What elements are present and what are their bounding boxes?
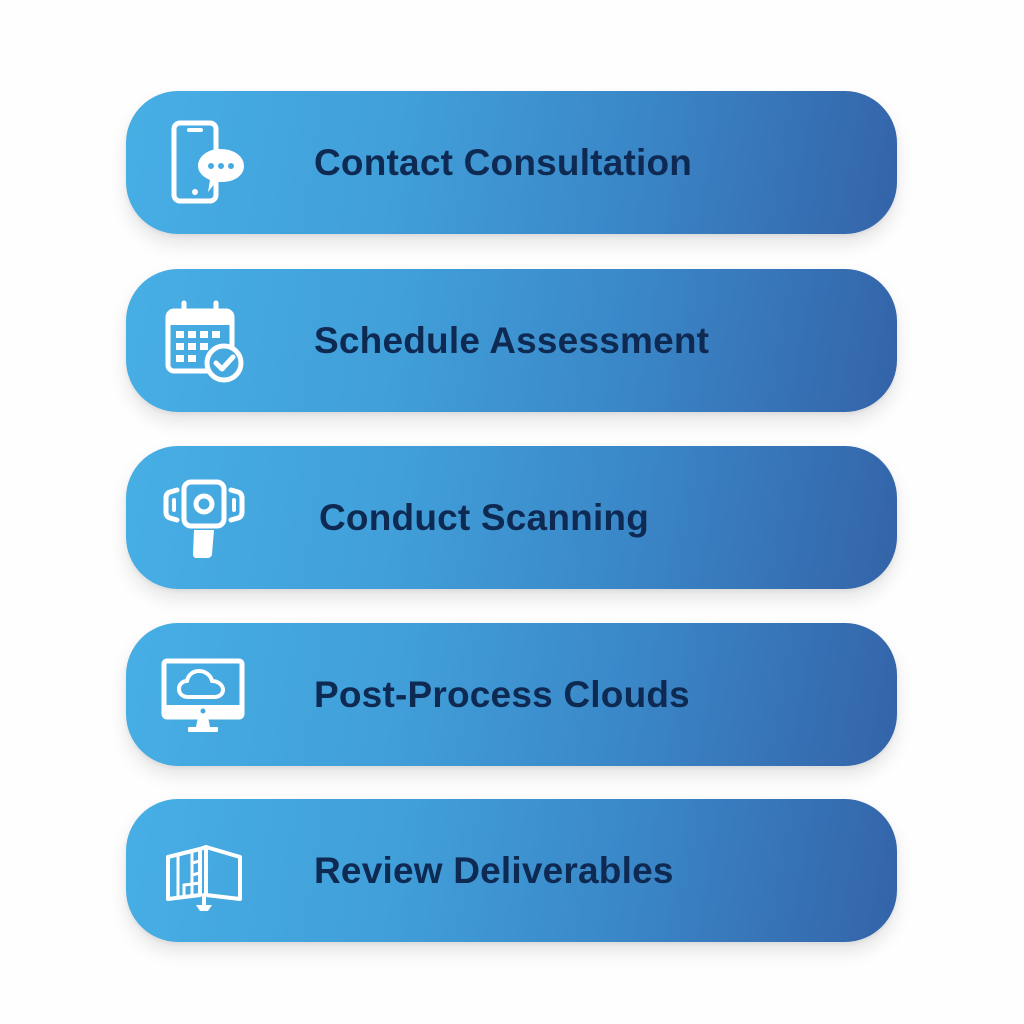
step-contact-consultation[interactable]: Contact Consultation [126, 91, 897, 234]
handheld-scanner-icon [160, 474, 248, 562]
step-conduct-scanning[interactable]: Conduct Scanning [126, 446, 897, 589]
step-post-process-clouds[interactable]: Post-Process Clouds [126, 623, 897, 766]
phone-chat-icon [160, 119, 248, 207]
step-label: Post-Process Clouds [314, 674, 690, 715]
step-label: Schedule Assessment [314, 320, 710, 361]
step-label: Review Deliverables [314, 850, 674, 891]
step-label: Conduct Scanning [319, 497, 650, 538]
monitor-cloud-icon [160, 651, 248, 739]
floorplan-display-icon [160, 827, 248, 915]
step-schedule-assessment[interactable]: Schedule Assessment [126, 269, 897, 412]
step-label: Contact Consultation [314, 142, 693, 183]
calendar-check-icon [160, 297, 248, 385]
step-review-deliverables[interactable]: Review Deliverables [126, 799, 897, 942]
